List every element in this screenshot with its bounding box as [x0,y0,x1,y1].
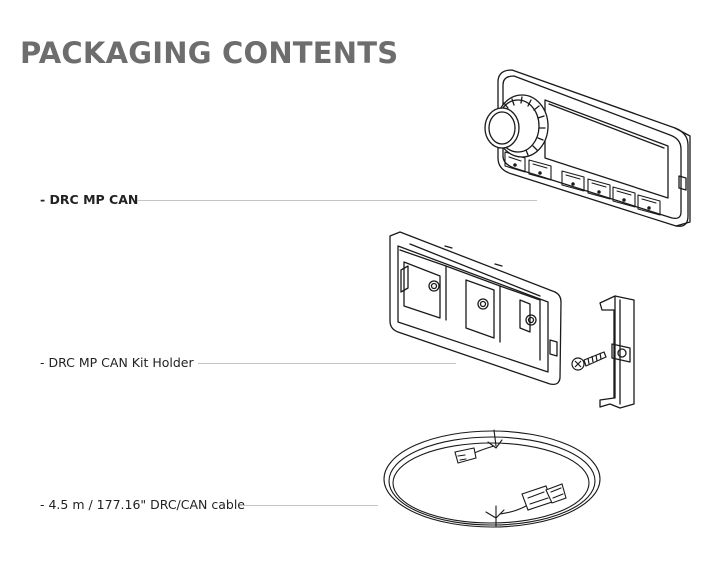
mounting-bracket-illustration [599,295,635,409]
item-label-drc-mp-can: - DRC MP CAN [40,192,139,207]
leader-line [240,505,378,506]
drc-remote-illustration [484,69,691,227]
item-label-kit-holder: - DRC MP CAN Kit Holder [40,355,194,370]
leader-line [198,363,456,364]
cable-illustration [383,429,601,528]
leader-line [137,200,537,201]
screw-illustration [571,351,607,371]
kit-holder-illustration [389,231,562,386]
item-label-cable: - 4.5 m / 177.16" DRC/CAN cable [40,497,245,512]
rotary-knob [484,94,549,158]
page-title: PACKAGING CONTENTS [20,36,399,70]
